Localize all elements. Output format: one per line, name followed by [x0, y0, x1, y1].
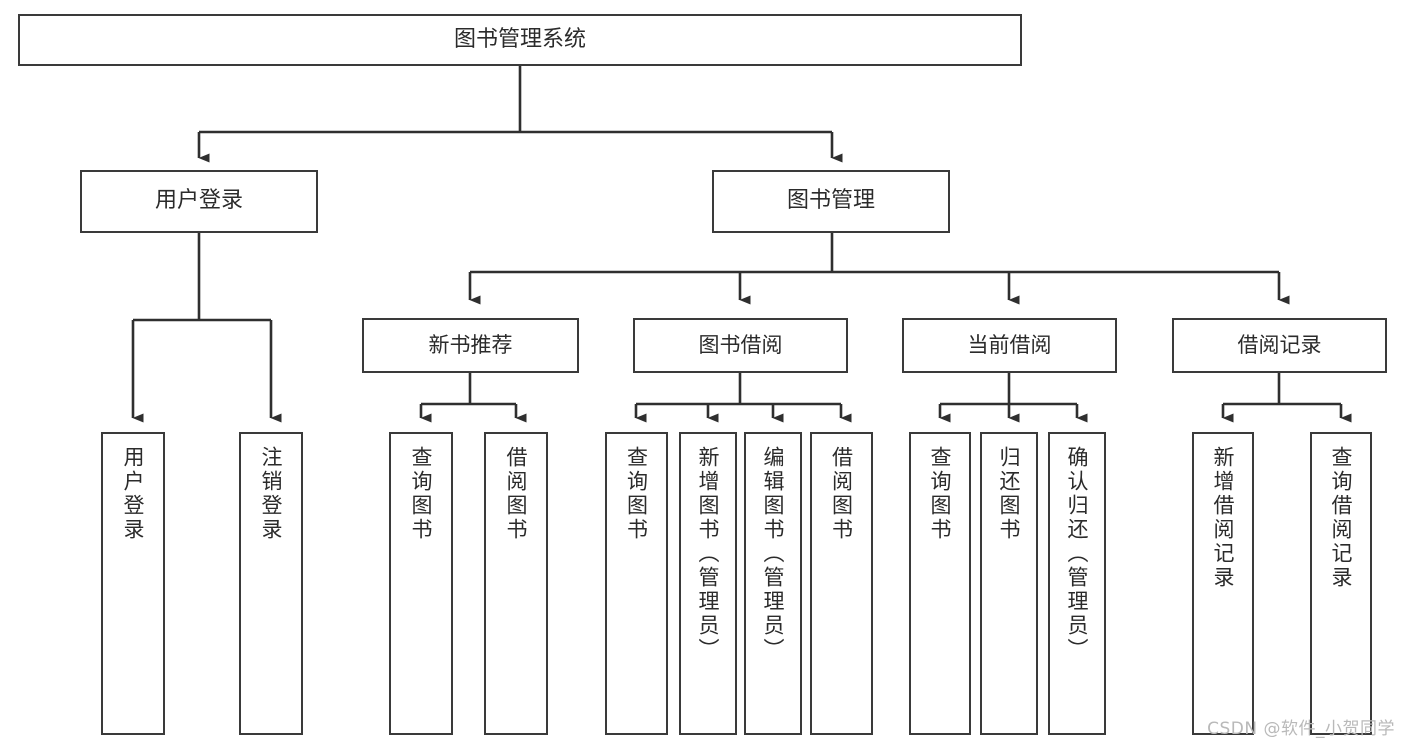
leaf-user-login-do-login[interactable]: 用户登录 [101, 432, 165, 735]
leaf-borrow-record-add-record[interactable]: 新增借阅记录 [1192, 432, 1254, 735]
node-label: 注销登录 [259, 446, 284, 542]
leaf-current-borrow-query-book[interactable]: 查询图书 [909, 432, 971, 735]
node-label: 查询图书 [624, 446, 649, 542]
leaf-new-book-query-book[interactable]: 查询图书 [389, 432, 453, 735]
leaf-user-login-logout[interactable]: 注销登录 [239, 432, 303, 735]
node-label: 借阅图书 [504, 446, 529, 542]
node-book-management[interactable]: 图书管理 [712, 170, 950, 233]
node-label: 当前借阅 [967, 332, 1052, 357]
node-label: 借阅记录 [1237, 332, 1322, 357]
node-root-book-management-system[interactable]: 图书管理系统 [18, 14, 1022, 66]
node-user-login[interactable]: 用户登录 [80, 170, 318, 233]
node-label: 查询借阅记录 [1329, 446, 1354, 590]
node-current-borrow[interactable]: 当前借阅 [902, 318, 1117, 373]
leaf-book-borrow-add-book-admin[interactable]: 新增图书（管理员） [679, 432, 737, 735]
node-label: 新增借阅记录 [1211, 446, 1236, 590]
node-label: 图书管理 [786, 188, 875, 214]
node-label: 编辑图书（管理员） [761, 446, 786, 662]
node-book-borrow[interactable]: 图书借阅 [633, 318, 848, 373]
leaf-book-borrow-query-book[interactable]: 查询图书 [605, 432, 668, 735]
node-label: 用户登录 [154, 188, 243, 214]
node-label: 查询图书 [409, 446, 434, 542]
node-label: 新增图书（管理员） [696, 446, 721, 662]
leaf-new-book-borrow-book[interactable]: 借阅图书 [484, 432, 548, 735]
node-new-book-recommend[interactable]: 新书推荐 [362, 318, 579, 373]
leaf-current-borrow-return-book[interactable]: 归还图书 [980, 432, 1038, 735]
leaf-book-borrow-borrow-book[interactable]: 借阅图书 [810, 432, 873, 735]
node-label: 图书借阅 [698, 332, 783, 357]
leaf-borrow-record-query-record[interactable]: 查询借阅记录 [1310, 432, 1372, 735]
leaf-book-borrow-edit-book-admin[interactable]: 编辑图书（管理员） [744, 432, 802, 735]
node-label: 新书推荐 [428, 332, 513, 357]
node-label: 查询图书 [928, 446, 953, 542]
leaf-current-borrow-confirm-return-admin[interactable]: 确认归还（管理员） [1048, 432, 1106, 735]
node-borrow-record[interactable]: 借阅记录 [1172, 318, 1387, 373]
node-label: 借阅图书 [829, 446, 854, 542]
node-label: 确认归还（管理员） [1065, 446, 1090, 662]
node-label: 归还图书 [997, 446, 1022, 542]
node-label: 图书管理系统 [453, 26, 586, 52]
node-label: 用户登录 [121, 446, 146, 542]
